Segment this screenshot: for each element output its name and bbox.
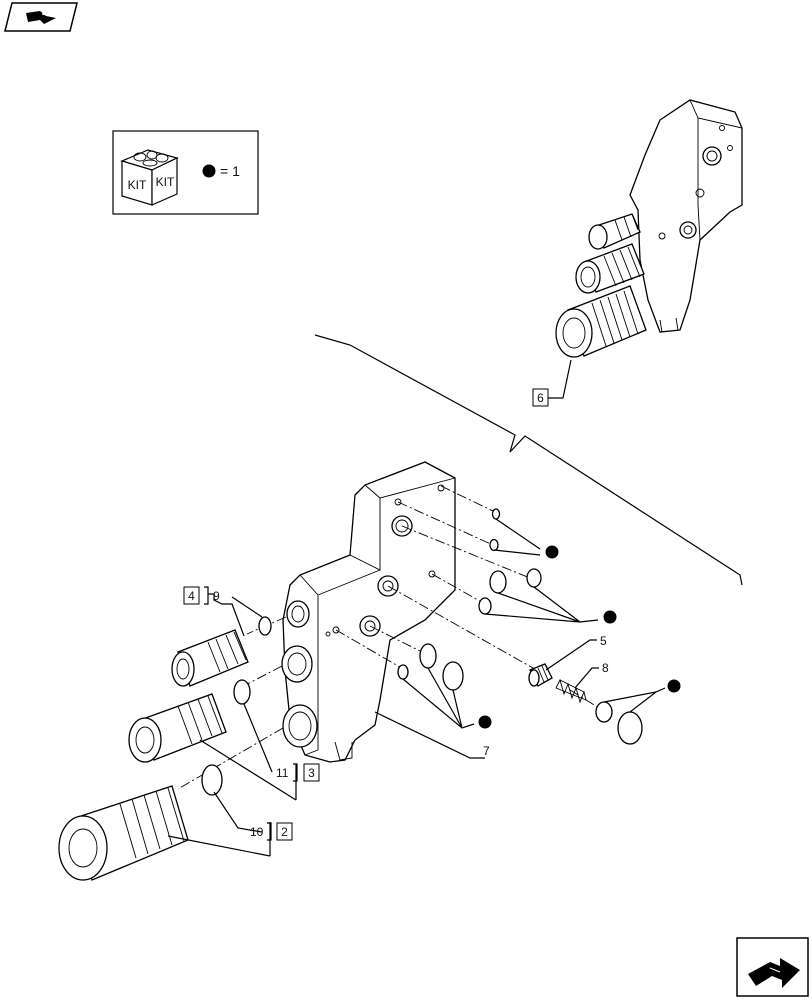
kit-label-left: KIT	[128, 178, 147, 192]
callout-8: 8	[602, 661, 609, 675]
callout-5: 5	[600, 634, 607, 648]
small-coupler	[171, 629, 249, 687]
callout-4: 4	[183, 586, 200, 605]
callout-9: 9	[213, 589, 220, 603]
arrow-forward-icon	[748, 958, 800, 988]
leader-7	[374, 711, 485, 759]
svg-text:6: 6	[537, 391, 544, 405]
o-ring-9	[258, 616, 272, 636]
svg-text:2: 2	[281, 825, 288, 839]
leader-11	[199, 703, 297, 801]
leader-dot-3	[402, 667, 475, 729]
kit-label-right: KIT	[156, 175, 175, 189]
leader-8	[574, 667, 599, 689]
valve-body	[281, 461, 456, 763]
leader-dot-1	[493, 518, 541, 556]
arrow-back-icon	[26, 11, 56, 24]
leader-5	[545, 639, 597, 671]
leader-dot-2	[484, 586, 599, 623]
spring-part-8	[555, 678, 587, 704]
medium-coupler	[128, 693, 227, 763]
callout-3: 3	[303, 763, 320, 782]
large-coupler	[58, 785, 189, 881]
leader-10	[167, 791, 271, 857]
callout-7: 7	[483, 744, 490, 758]
callout-2: 2	[276, 822, 293, 841]
o-ring-10	[201, 764, 223, 796]
bracket-9	[208, 593, 245, 637]
callout-11: 11	[276, 766, 289, 780]
leader-6	[548, 359, 572, 399]
black-dot-icon	[667, 679, 681, 693]
black-dot-icon	[202, 164, 216, 178]
black-dot-icon	[478, 715, 492, 729]
callout-6: 6	[532, 388, 549, 407]
upper-coupler-assembly	[555, 99, 743, 358]
o-ring-11	[233, 679, 251, 705]
bracket-2	[267, 822, 272, 841]
next-page-button[interactable]	[736, 937, 809, 997]
leader-9	[231, 596, 263, 618]
black-dot-icon	[545, 545, 559, 559]
bracket-3	[293, 763, 298, 782]
section-break-line	[314, 334, 743, 586]
leader-dot-4	[603, 687, 666, 713]
prev-page-button[interactable]	[4, 2, 78, 32]
callout-10: 10	[250, 825, 264, 839]
kit-equals-text: = 1	[220, 163, 240, 179]
bracket-4	[204, 586, 209, 605]
svg-text:4: 4	[188, 589, 195, 603]
kit-legend: KIT KIT = 1	[112, 130, 259, 215]
svg-text:3: 3	[308, 766, 315, 780]
kit-box-icon: KIT KIT	[120, 149, 179, 206]
black-dot-icon	[603, 610, 617, 624]
seals-right	[397, 508, 643, 745]
